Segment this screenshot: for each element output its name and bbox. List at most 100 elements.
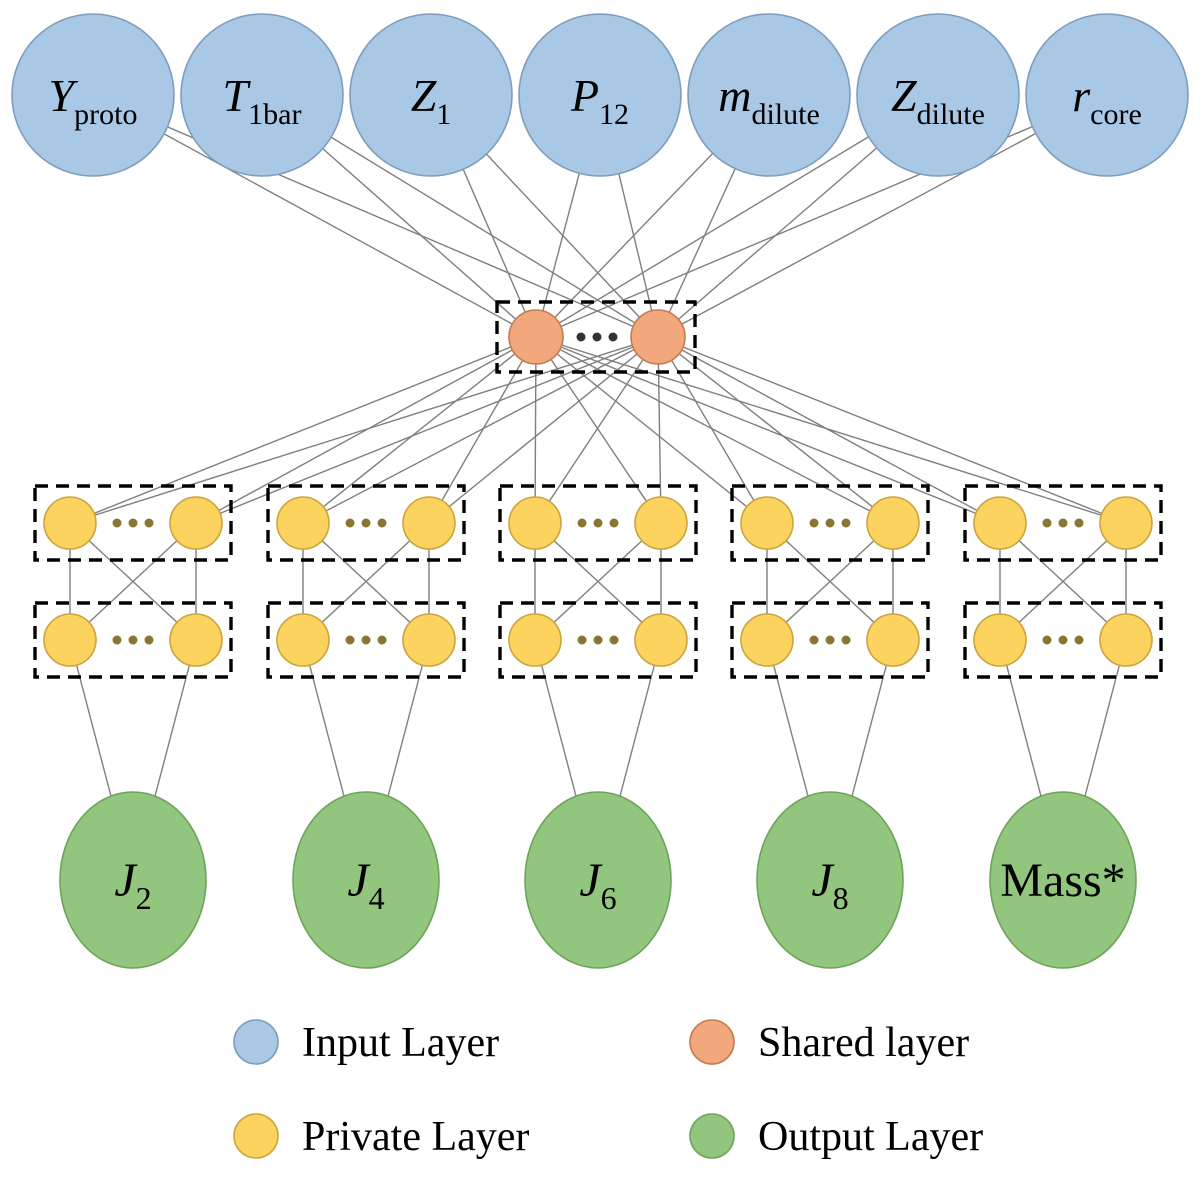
private-layer-box-row2-2 — [266, 601, 466, 679]
private-row1-g2-ellipsis-dot — [345, 518, 355, 528]
private-layer-box-row2-4 — [730, 601, 930, 679]
private-row2-g2-ellipsis-dot — [361, 635, 371, 645]
input-node-label-4-main: P — [570, 70, 599, 121]
connection-line — [657, 336, 1001, 524]
input-node-label-1-subscript: proto — [74, 98, 137, 131]
input-node-7 — [1025, 13, 1189, 177]
connection-line — [92, 94, 537, 338]
private-node-g2-2 — [402, 496, 456, 550]
input-node-3 — [349, 13, 513, 177]
shared-layer-box — [495, 300, 697, 374]
private-layer-box-row2-3 — [498, 601, 698, 679]
connection-line — [69, 336, 537, 524]
private-row2-g1-ellipsis-dot — [144, 635, 154, 645]
connection-line — [657, 94, 1108, 338]
private-row2-g2-ellipsis-dot — [345, 635, 355, 645]
private-layer-box-row1-5 — [963, 484, 1163, 562]
connection-line — [69, 336, 659, 524]
private-row1-g4-ellipsis-dot — [825, 518, 835, 528]
output-node-1 — [59, 791, 207, 969]
connection-line — [657, 336, 894, 524]
connection-line — [766, 522, 894, 641]
shared-node-2 — [630, 309, 686, 365]
connection-line — [535, 336, 894, 524]
shared-layer-ellipsis-dot — [576, 332, 586, 342]
input-node-label-2: T1bar — [223, 70, 302, 131]
private-row1-g3-ellipsis-dot — [593, 518, 603, 528]
input-node-label-6-main: Z — [891, 70, 917, 121]
output-node-label-4-main: J — [811, 854, 835, 907]
connection-line — [535, 94, 1108, 338]
input-node-label-2-main: T — [223, 70, 252, 121]
input-node-label-6: Zdilute — [891, 70, 985, 131]
private-node-g5-4 — [1099, 613, 1153, 667]
private-node-g5-2 — [1099, 496, 1153, 550]
private-node-g4-4 — [866, 613, 920, 667]
connection-line — [535, 336, 1127, 524]
connection-line — [657, 336, 1127, 524]
private-row2-g1-ellipsis-dot — [128, 635, 138, 645]
private-row1-g4-ellipsis-dot — [841, 518, 851, 528]
private-row1-g1-ellipsis-dot — [144, 518, 154, 528]
private-row2-g3-ellipsis-dot — [609, 635, 619, 645]
legend-input-label: Input Layer — [302, 1020, 499, 1066]
private-layer-box-row1-1 — [33, 484, 233, 562]
input-node-label-2-subscript: 1bar — [248, 98, 301, 131]
private-row2-g2-ellipsis-dot — [377, 635, 387, 645]
private-row2-g4-ellipsis-dot — [825, 635, 835, 645]
legend-shared-swatch — [689, 1019, 735, 1065]
private-layer-box-row1-4 — [730, 484, 930, 562]
output-node-label-1-main: J — [114, 854, 138, 907]
output-node-label-2-main: J — [347, 854, 371, 907]
output-node-label-4: J8 — [811, 854, 848, 916]
private-node-g5-1 — [973, 496, 1027, 550]
output-node-label-3-subscript: 6 — [601, 880, 617, 916]
private-row2-g5-ellipsis-dot — [1074, 635, 1084, 645]
connection-line — [534, 336, 659, 524]
nodes — [11, 13, 1189, 1159]
private-node-g4-1 — [740, 496, 794, 550]
private-node-g4-3 — [740, 613, 794, 667]
output-node-label-3-main: J — [579, 854, 603, 907]
private-node-g2-1 — [276, 496, 330, 550]
private-row1-g2-ellipsis-dot — [377, 518, 387, 528]
dashed-boxes — [33, 300, 1163, 679]
input-node-label-1-main: Y — [49, 70, 79, 121]
connection-line — [535, 336, 1001, 524]
private-node-g3-1 — [508, 496, 562, 550]
private-node-g2-4 — [402, 613, 456, 667]
private-layer-box-row2-1 — [33, 601, 233, 679]
private-row1-g5-ellipsis-dot — [1042, 518, 1052, 528]
connection-line — [657, 336, 662, 524]
input-node-label-7: rcore — [1072, 70, 1142, 131]
private-node-g1-3 — [43, 613, 97, 667]
shared-layer-ellipsis-dot — [608, 332, 618, 342]
legend-shared-label: Shared layer — [758, 1020, 969, 1066]
private-node-g5-3 — [973, 613, 1027, 667]
private-node-g1-2 — [169, 496, 223, 550]
connection-line — [534, 522, 662, 641]
private-row1-g3-ellipsis-dot — [577, 518, 587, 528]
input-node-label-5-subscript: dilute — [751, 98, 819, 131]
legend-output-label: Output Layer — [758, 1114, 983, 1160]
private-layer-box-row1-2 — [266, 484, 466, 562]
private-node-g1-1 — [43, 496, 97, 550]
input-node-6 — [856, 13, 1020, 177]
connection-line — [302, 522, 430, 641]
input-node-label-7-subscript: core — [1090, 98, 1142, 131]
output-node-2 — [292, 791, 440, 969]
input-node-4 — [518, 13, 682, 177]
private-layer-box-row1-3 — [498, 484, 698, 562]
input-node-1 — [11, 13, 175, 177]
private-row1-g1-ellipsis-dot — [128, 518, 138, 528]
connection-line — [535, 336, 768, 524]
connection-line — [534, 336, 537, 524]
output-node-label-2: J4 — [347, 854, 384, 916]
input-node-label-6-subscript: dilute — [917, 98, 985, 131]
private-node-g4-2 — [866, 496, 920, 550]
private-row1-g5-ellipsis-dot — [1058, 518, 1068, 528]
private-row1-g3-ellipsis-dot — [609, 518, 619, 528]
private-node-g3-4 — [634, 613, 688, 667]
